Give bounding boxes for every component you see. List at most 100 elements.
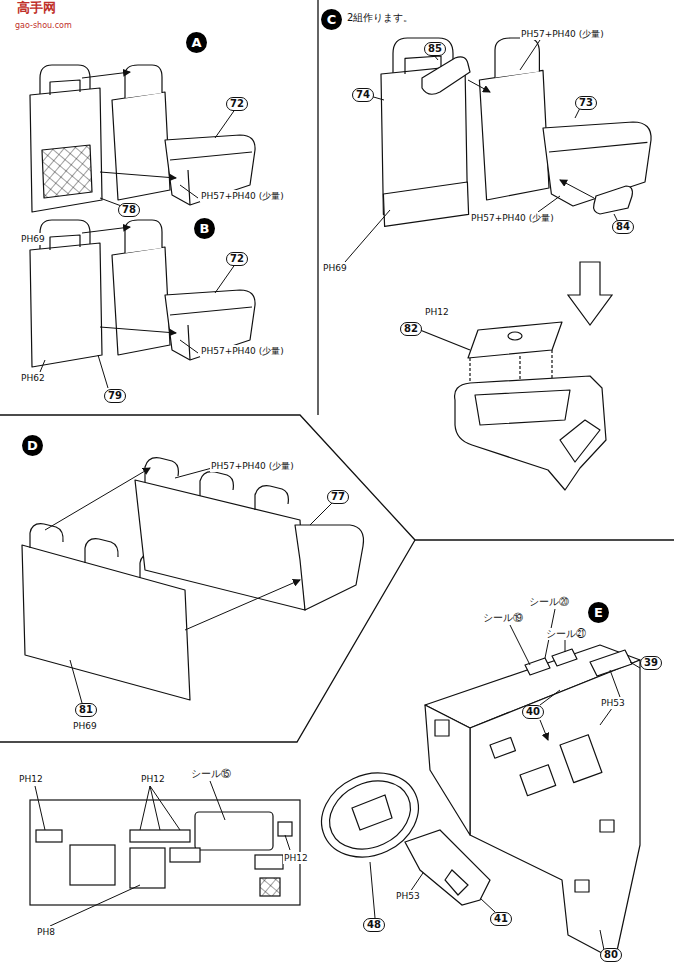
step-letter: C (327, 12, 337, 27)
paint-code: PH57+PH40 (少量) (200, 190, 285, 202)
paint-code: PH12 (424, 306, 450, 318)
vent (490, 737, 515, 758)
callout-number: 74 (352, 88, 374, 102)
step-marker: C (321, 9, 342, 30)
callout-number: 72 (226, 252, 248, 266)
step-marker: E (588, 602, 609, 623)
leader-line (420, 330, 470, 350)
watermark: gao-shou.com (14, 20, 73, 32)
assembly-arrows (40, 227, 236, 388)
callout-number: 39 (640, 656, 662, 670)
bench-backrest (135, 480, 305, 610)
panel-divider (317, 0, 318, 415)
leader-line (215, 263, 236, 293)
center-console (420, 322, 606, 490)
decal-number: シール⑲ (482, 612, 524, 624)
paint-code: PH8 (36, 926, 56, 938)
callout-number: 82 (400, 322, 422, 336)
callout-number: 84 (612, 220, 634, 234)
dashboard (425, 645, 640, 960)
headrest (495, 38, 539, 78)
assembly-arrow (185, 580, 300, 630)
dash-face (30, 800, 300, 905)
headrest-opening (50, 80, 80, 95)
assembly-arrows (345, 40, 618, 262)
headrest (125, 65, 162, 98)
callout-number: 85 (424, 42, 446, 56)
paint-code: PH12 (283, 852, 309, 864)
panel-borders (0, 0, 674, 742)
callout-number: 40 (522, 705, 544, 719)
seat-c (381, 38, 651, 226)
seat-back-panel (30, 243, 102, 367)
paint-code: PH53 (395, 890, 421, 902)
leader-line (520, 40, 540, 70)
assembly-arrow (100, 172, 176, 178)
callout-number: 81 (75, 703, 97, 717)
steering-wheel-inner (318, 768, 421, 862)
plate-knob (508, 332, 522, 340)
bench-cushion (295, 525, 363, 610)
watermark: 高手网 (16, 2, 57, 14)
seat-crease (549, 142, 647, 152)
leader-line (480, 898, 495, 912)
leader-line (630, 662, 640, 668)
paint-code: PH62 (20, 372, 46, 384)
step-marker: A (186, 32, 207, 53)
assembly-arrow (468, 80, 490, 92)
paint-code: PH57+PH40 (少量) (520, 28, 605, 40)
switch (600, 820, 614, 832)
callout-number: 72 (226, 97, 248, 111)
console-plate (468, 322, 562, 358)
decal-slot (525, 649, 577, 675)
paint-code: PH69 (322, 262, 348, 274)
speaker-grille (260, 878, 280, 896)
leader-line (180, 185, 198, 198)
seat-backrest (112, 92, 170, 200)
step-letter: B (200, 221, 210, 236)
paint-code: PH69 (20, 233, 46, 245)
seat-back-panel (30, 88, 102, 212)
decal-number: シール⑳ (528, 596, 570, 608)
radio (130, 848, 165, 888)
armrests (422, 57, 632, 214)
switch (170, 848, 200, 862)
dashboard-face (470, 660, 640, 960)
leader-line (538, 196, 560, 212)
callout-number: 78 (118, 203, 140, 217)
assembly-arrow (82, 72, 130, 78)
paint-code: PH12 (140, 773, 166, 785)
leader-line (70, 660, 82, 703)
paint-code: PH69 (72, 720, 98, 732)
console-tray (475, 390, 570, 425)
step-marker: D (22, 435, 43, 456)
leader-line (98, 355, 108, 388)
callout-number: 41 (490, 912, 512, 926)
vent (36, 830, 62, 842)
step-letter: D (27, 438, 38, 453)
leader-line (50, 885, 140, 926)
leader-line (140, 786, 180, 830)
callout-number: 79 (104, 389, 126, 403)
leader-line (410, 870, 425, 892)
assembly-arrow (100, 327, 176, 333)
leader-line (600, 930, 604, 950)
assembly-arrow (560, 180, 594, 198)
leader-lines (35, 781, 290, 926)
leader-line (210, 781, 225, 820)
leader-line (310, 502, 333, 525)
step-letter: A (191, 35, 201, 50)
steering-hub (352, 795, 392, 830)
paint-code: PH53 (600, 697, 626, 709)
vent (278, 822, 292, 836)
leader-line (215, 108, 236, 138)
switch (575, 880, 589, 892)
meter-hood (560, 735, 602, 783)
assembly-arrow (540, 720, 548, 740)
callout-number: 80 (600, 948, 622, 962)
leader-line (370, 862, 375, 918)
callout-number: 48 (363, 918, 385, 932)
paint-code: PH12 (18, 773, 44, 785)
leader-lines (370, 609, 640, 950)
